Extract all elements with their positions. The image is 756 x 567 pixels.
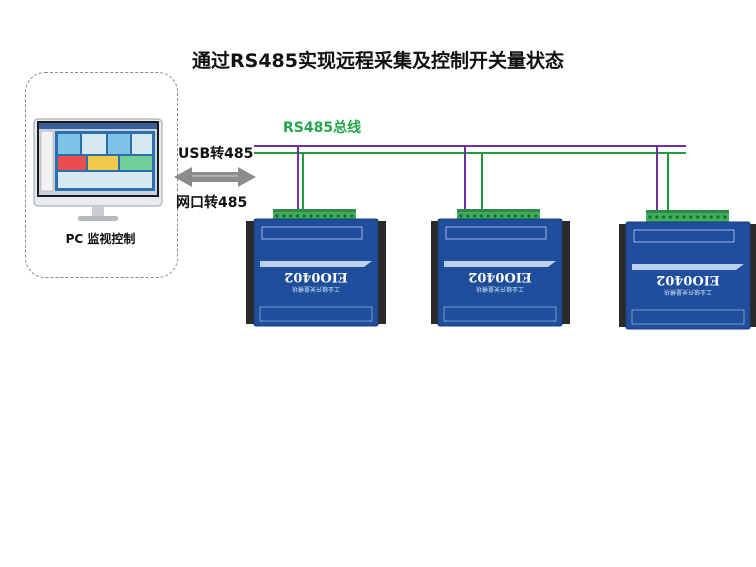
terminal-screw	[682, 215, 686, 219]
terminal-screw	[689, 215, 693, 219]
terminal-screw	[520, 214, 524, 218]
terminal-screw	[716, 215, 720, 219]
terminal-screw	[329, 214, 333, 218]
terminal-screw	[534, 214, 538, 218]
monitor-icon	[33, 118, 163, 221]
double-arrow-icon	[174, 167, 256, 187]
terminal-screw	[466, 214, 470, 218]
bus-label: RS485总线	[283, 120, 362, 136]
terminal-screw	[479, 214, 483, 218]
terminal-screw	[309, 214, 313, 218]
device-subtitle-label: 工业级开关量模块	[664, 288, 712, 296]
terminal-screw	[513, 214, 517, 218]
terminal-screw	[473, 214, 477, 218]
device-module-2: EIO0402 工业级开关量模块	[431, 146, 570, 327]
pc-label: PC 监视控制	[65, 232, 136, 246]
terminal-screw	[316, 214, 320, 218]
terminal-screw	[493, 214, 497, 218]
terminal-screw	[696, 215, 700, 219]
terminal-screw	[702, 215, 706, 219]
pc-container	[25, 72, 178, 278]
terminal-screw	[655, 215, 659, 219]
diagram-title: 通过RS485实现远程采集及控制开关量状态	[192, 50, 564, 72]
terminal-screw	[289, 214, 293, 218]
lan-converter-label: 网口转485	[176, 195, 248, 211]
terminal-screw	[668, 215, 672, 219]
device-module-3: EIO0402 工业级开关量模块	[619, 146, 756, 330]
terminal-screw	[295, 214, 299, 218]
device-subtitle-label: 工业级开关量模块	[292, 285, 340, 293]
terminal-screw	[500, 214, 504, 218]
terminal-screw	[302, 214, 306, 218]
terminal-screw	[507, 214, 511, 218]
terminal-screw	[275, 214, 279, 218]
device-model-label: EIO0402	[468, 269, 532, 284]
terminal-screw	[350, 214, 354, 218]
device-model-label: EIO0402	[284, 269, 348, 284]
terminal-screw	[527, 214, 531, 218]
device-model-label: EIO0402	[656, 272, 720, 287]
terminal-screw	[459, 214, 463, 218]
terminal-screw	[343, 214, 347, 218]
terminal-screw	[282, 214, 286, 218]
terminal-screw	[723, 215, 727, 219]
terminal-screw	[486, 214, 490, 218]
terminal-screw	[648, 215, 652, 219]
terminal-screw	[709, 215, 713, 219]
terminal-screw	[675, 215, 679, 219]
terminal-screw	[323, 214, 327, 218]
device-subtitle-label: 工业级开关量模块	[476, 285, 524, 293]
terminal-screw	[336, 214, 340, 218]
device-module-1: EIO0402 工业级开关量模块	[246, 146, 386, 327]
terminal-screw	[662, 215, 666, 219]
usb-converter-label: USB转485	[178, 146, 254, 162]
